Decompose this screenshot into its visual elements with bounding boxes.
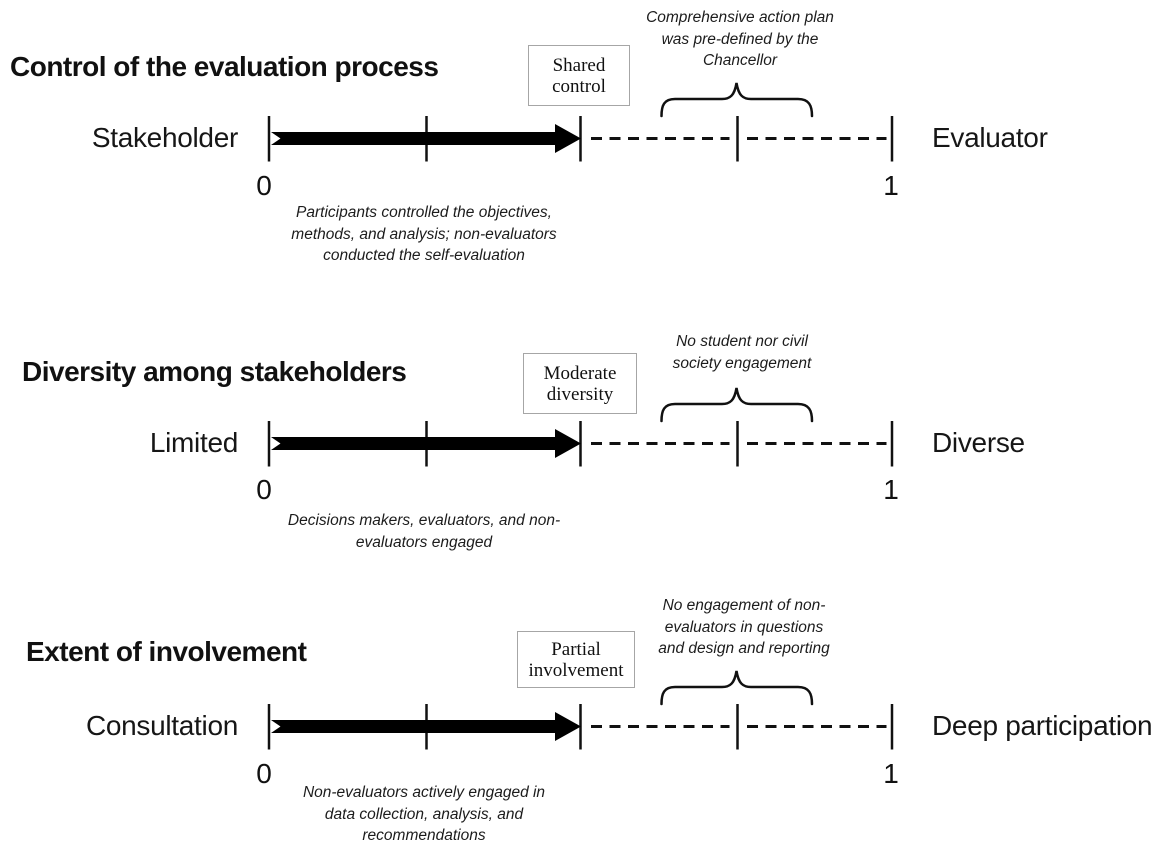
- section-title: Diversity among stakeholders: [22, 356, 407, 387]
- caption-note: Decisions makers, evaluators, and non- e…: [287, 512, 561, 551]
- scale-max-label: 1: [883, 758, 899, 789]
- right-anchor-label: Diverse: [932, 427, 1025, 458]
- caption-note: Participants controlled the objectives, …: [291, 204, 557, 264]
- right-anchor-label: Evaluator: [932, 122, 1048, 153]
- left-anchor-label: Consultation: [85, 710, 238, 741]
- brace: [660, 670, 814, 706]
- left-anchor-label: Stakeholder: [91, 122, 238, 153]
- level-box: Moderate diversity: [523, 353, 637, 414]
- caption-note: Non-evaluators actively engaged in data …: [302, 784, 546, 844]
- scale-max-label: 1: [883, 474, 899, 505]
- right-anchor-label: Deep participation: [932, 710, 1153, 741]
- scale-min-label: 0: [256, 170, 272, 201]
- annotation-note: Comprehensive action plan was pre-define…: [646, 9, 834, 69]
- scale-min-label: 0: [256, 474, 272, 505]
- level-box: Shared control: [528, 45, 630, 106]
- level-box: Partial involvement: [517, 631, 635, 688]
- brace: [660, 82, 814, 118]
- annotation-note: No student nor civil society engagement: [672, 333, 812, 372]
- value-arrow: [271, 124, 581, 153]
- annotation-note: No engagement of non- evaluators in ques…: [658, 597, 830, 657]
- left-anchor-label: Limited: [149, 427, 238, 458]
- brace: [660, 387, 814, 423]
- scale-min-label: 0: [256, 758, 272, 789]
- scale-max-label: 1: [883, 170, 899, 201]
- section-title: Control of the evaluation process: [10, 51, 439, 82]
- section-title: Extent of involvement: [26, 636, 307, 667]
- value-arrow: [271, 712, 581, 741]
- value-arrow: [271, 429, 581, 458]
